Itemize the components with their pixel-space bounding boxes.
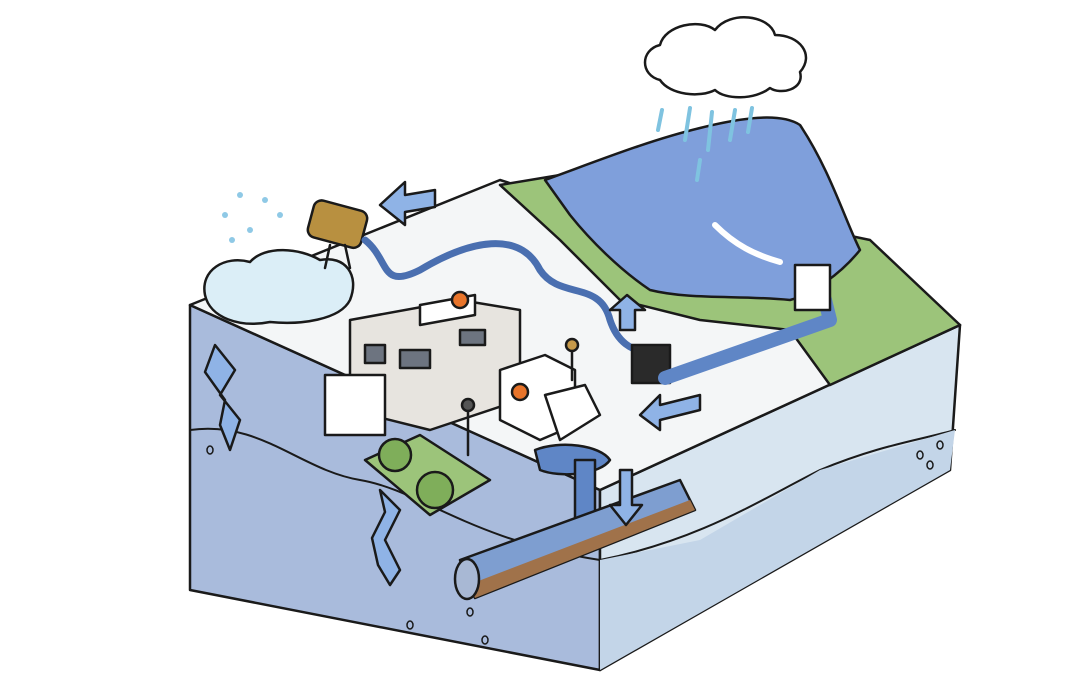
sewer-sludge bbox=[468, 500, 695, 598]
snow-spray bbox=[222, 192, 283, 243]
water-hose bbox=[361, 236, 654, 359]
arrow-infiltration-2 bbox=[370, 488, 402, 587]
groundwater-line-right bbox=[599, 429, 956, 561]
intake-box bbox=[793, 263, 832, 312]
arrow-to-cannon bbox=[378, 180, 437, 227]
tanker-truck bbox=[498, 353, 602, 442]
lake-flow-arrow bbox=[712, 222, 783, 265]
groundwater-zone-right bbox=[600, 430, 955, 670]
arrow-down-drain bbox=[608, 468, 644, 527]
arrow-up-to-hose bbox=[608, 293, 647, 332]
lake bbox=[543, 116, 862, 302]
flow-arrows bbox=[203, 180, 702, 587]
snow-cannon bbox=[306, 199, 369, 270]
pump bbox=[630, 343, 672, 385]
bush bbox=[415, 470, 455, 510]
worker-on-truck bbox=[564, 337, 580, 382]
bush bbox=[377, 437, 413, 473]
arrow-to-truck bbox=[638, 393, 702, 432]
worker-watering bbox=[460, 397, 476, 457]
sewer-pipe-opening bbox=[453, 557, 481, 601]
arrow-infiltration-1 bbox=[203, 343, 242, 452]
groundwater-line-front bbox=[189, 427, 601, 561]
rain-drops bbox=[656, 106, 754, 182]
pebbles bbox=[206, 440, 944, 645]
rain-cloud bbox=[643, 16, 808, 99]
artificial-snow-pile bbox=[203, 248, 355, 325]
building bbox=[323, 290, 522, 437]
